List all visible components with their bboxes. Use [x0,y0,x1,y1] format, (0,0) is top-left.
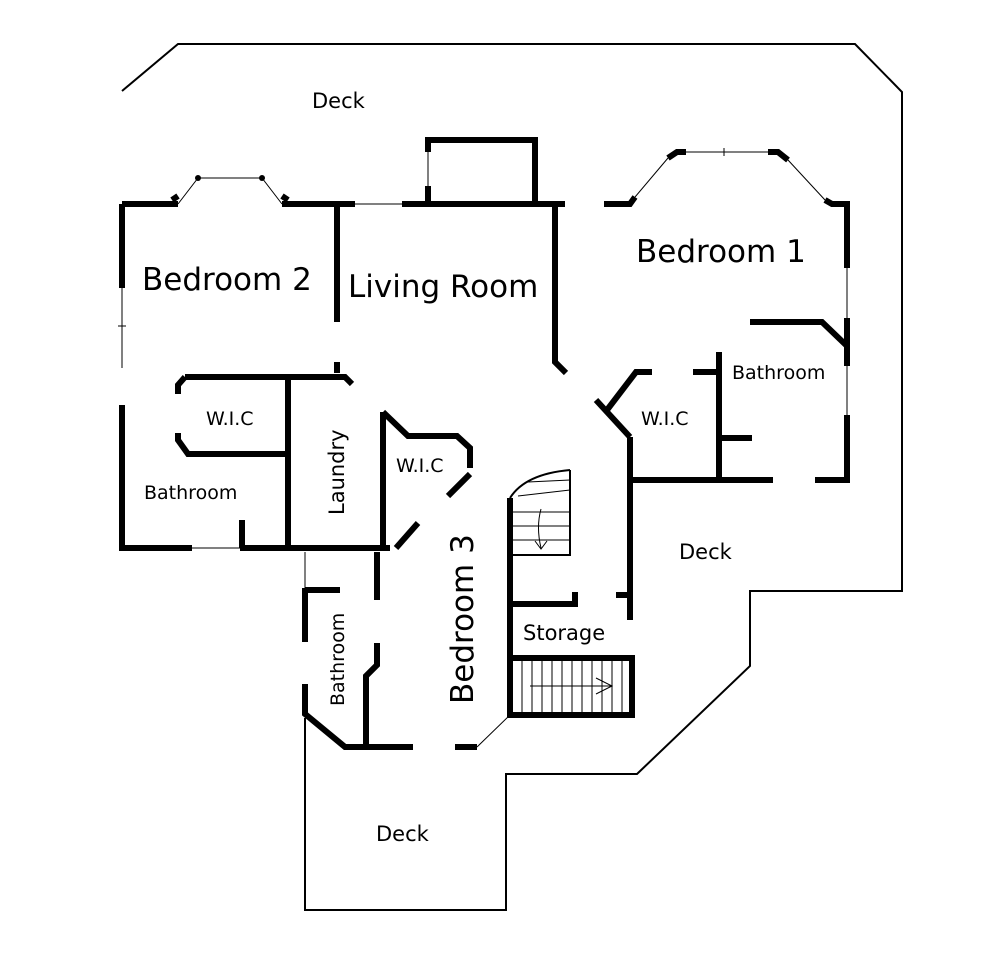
upper-staircase [509,469,571,556]
deck-south-label: Deck [376,822,430,846]
deck-north-label: Deck [312,89,366,113]
bedroom-3-walls [302,409,635,750]
bedroom-3-thin [304,552,511,748]
bedroom-1-label: Bedroom 1 [636,234,806,270]
storage-label: Storage [523,621,605,645]
wic-1-label: W.I.C [641,408,689,430]
bedroom-3-label: Bedroom 3 [445,534,481,704]
wic-3-label: W.I.C [396,455,444,477]
bedroom-2-bay-window [170,175,290,205]
living-room-window-thin [355,152,429,205]
bedroom-2-label: Bedroom 2 [142,262,312,298]
bathroom-2-label: Bathroom [144,482,237,504]
bathroom-3-label: Bathroom [327,613,349,706]
deck-outline [121,43,903,911]
bedroom-1-walls [593,149,850,620]
lower-staircase [521,660,623,713]
bedroom-1-window-thin [634,148,848,415]
bedroom-2-window-thin [118,288,240,549]
wic-2-label: W.I.C [206,408,254,430]
living-room-walls [402,137,569,376]
deck-east-label: Deck [679,540,733,564]
living-room-label: Living Room [348,269,538,305]
bedroom-2-walls [119,201,390,551]
laundry-label: Laundry [325,429,349,515]
bathroom-1-label: Bathroom [732,362,825,384]
